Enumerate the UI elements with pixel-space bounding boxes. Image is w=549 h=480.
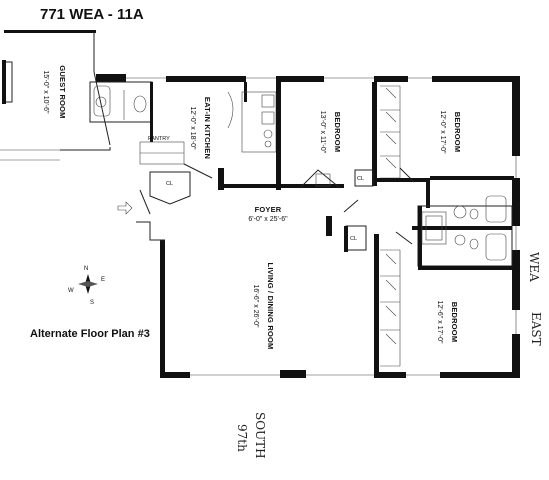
foyer-dims: 6'-0" x 25'-6" (248, 216, 288, 223)
bedroom-mid-dims: 13'-0" x 11'-0" (319, 111, 326, 154)
street-label: 97th (235, 424, 249, 452)
alternate-plan-label: Alternate Floor Plan #3 (30, 328, 150, 340)
closet-mid-label: CL (357, 176, 364, 182)
bedroom-ne-label: BEDROOM (453, 112, 462, 153)
wea-label: WEA (527, 252, 541, 282)
compass-n: N (84, 266, 88, 272)
southeast-bedroom: BEDROOM 12'-6" x 17'-0" (380, 249, 459, 367)
plan-title: 771 WEA - 11A (40, 6, 144, 23)
kitchen-dims: 12'-0" x 18'-0" (189, 106, 196, 150)
bedroom-se-label: BEDROOM (450, 302, 459, 343)
compass-icon: N S E W (68, 266, 105, 306)
east-bathrooms (395, 195, 513, 270)
compass-e: E (101, 277, 105, 283)
bedroom-mid-label: BEDROOM (333, 112, 342, 153)
south-label: SOUTH (253, 412, 267, 459)
kitchen-area: PANTRY EAT-IN KITCHEN 12'-0" x 18'-0" (139, 82, 280, 190)
closet-west-label: CL (166, 181, 173, 187)
kitchen-label: EAT-IN KITCHEN (203, 97, 212, 159)
guest-bathroom (89, 81, 153, 142)
guest-room-dims: 15'-0" x 10'-6" (42, 70, 49, 114)
pantry-label: PANTRY (148, 136, 170, 142)
bedroom-ne-dims: 12'-0" x 17'-0" (439, 110, 446, 154)
bedroom-se-dims: 12'-6" x 17'-0" (436, 300, 443, 344)
northeast-bedroom: BEDROOM 12'-0" x 17'-0" (376, 85, 514, 208)
compass-s: S (90, 300, 94, 306)
closet-east-label: CL (350, 236, 357, 242)
living-label: LIVING / DINING ROOM (266, 263, 275, 350)
living-dims: 16'-6" x 26'-0" (252, 284, 259, 328)
foyer-area: FOYER 6'-0" x 25'-6" CL (248, 199, 367, 252)
exterior-walls (96, 74, 520, 378)
foyer-label: FOYER (255, 205, 282, 214)
middle-bedroom: CL BEDROOM 13'-0" x 11'-0" (276, 82, 377, 190)
closet-west: CL (117, 171, 191, 215)
compass-w: W (68, 288, 74, 294)
living-dining-room: LIVING / DINING ROOM 16'-6" x 26'-0" (252, 234, 379, 378)
guest-room-wing: GUEST ROOM 15'-0" x 10'-6" (0, 30, 111, 161)
guest-room-label: GUEST ROOM (58, 65, 67, 118)
east-label: EAST (529, 312, 543, 346)
